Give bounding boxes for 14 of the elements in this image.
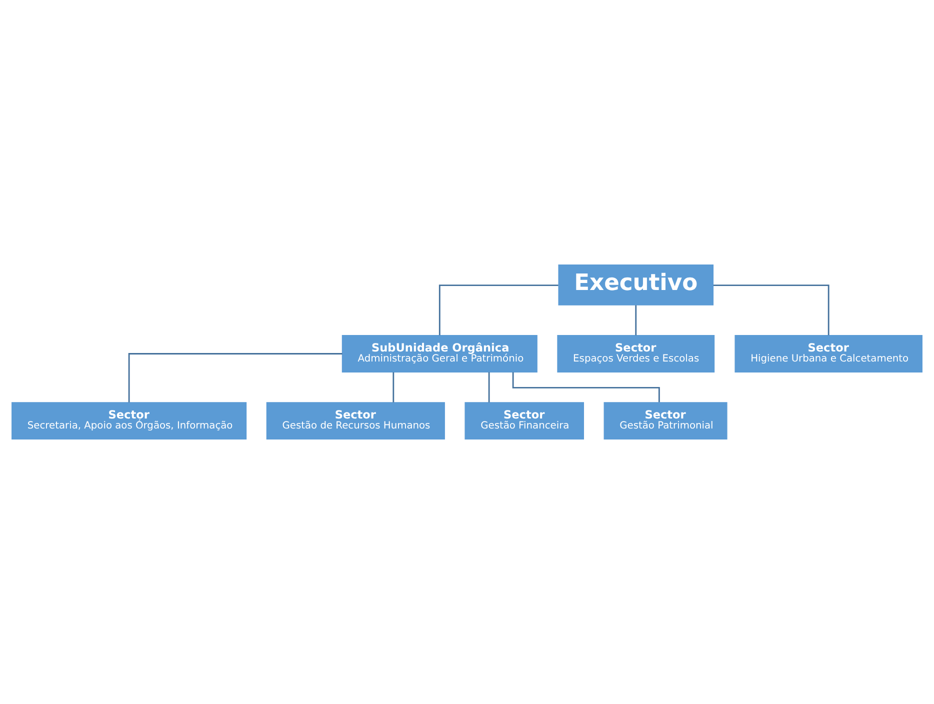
node-box: Sector Espaços Verdes e Escolas (557, 335, 715, 372)
node-box: SubUnidade Orgânica Administração Geral e Património (342, 335, 538, 372)
connector (635, 305, 637, 336)
node-box: Sector Higiene Urbana e Calcetamento (734, 335, 922, 372)
connector (392, 372, 394, 402)
connector (713, 284, 830, 336)
connector (488, 372, 490, 402)
connector (438, 284, 558, 336)
node-box: Sector Secretaria, Apoio aos Órgãos, Informação (12, 402, 247, 440)
node-box: Sector Gestão de Recursos Humanos (266, 402, 445, 440)
node-box: Executivo (558, 264, 714, 306)
connector (128, 353, 342, 402)
node-box: Sector Gestão Financeira (464, 402, 584, 440)
node-box: Sector Gestão Patrimonial (604, 402, 728, 440)
